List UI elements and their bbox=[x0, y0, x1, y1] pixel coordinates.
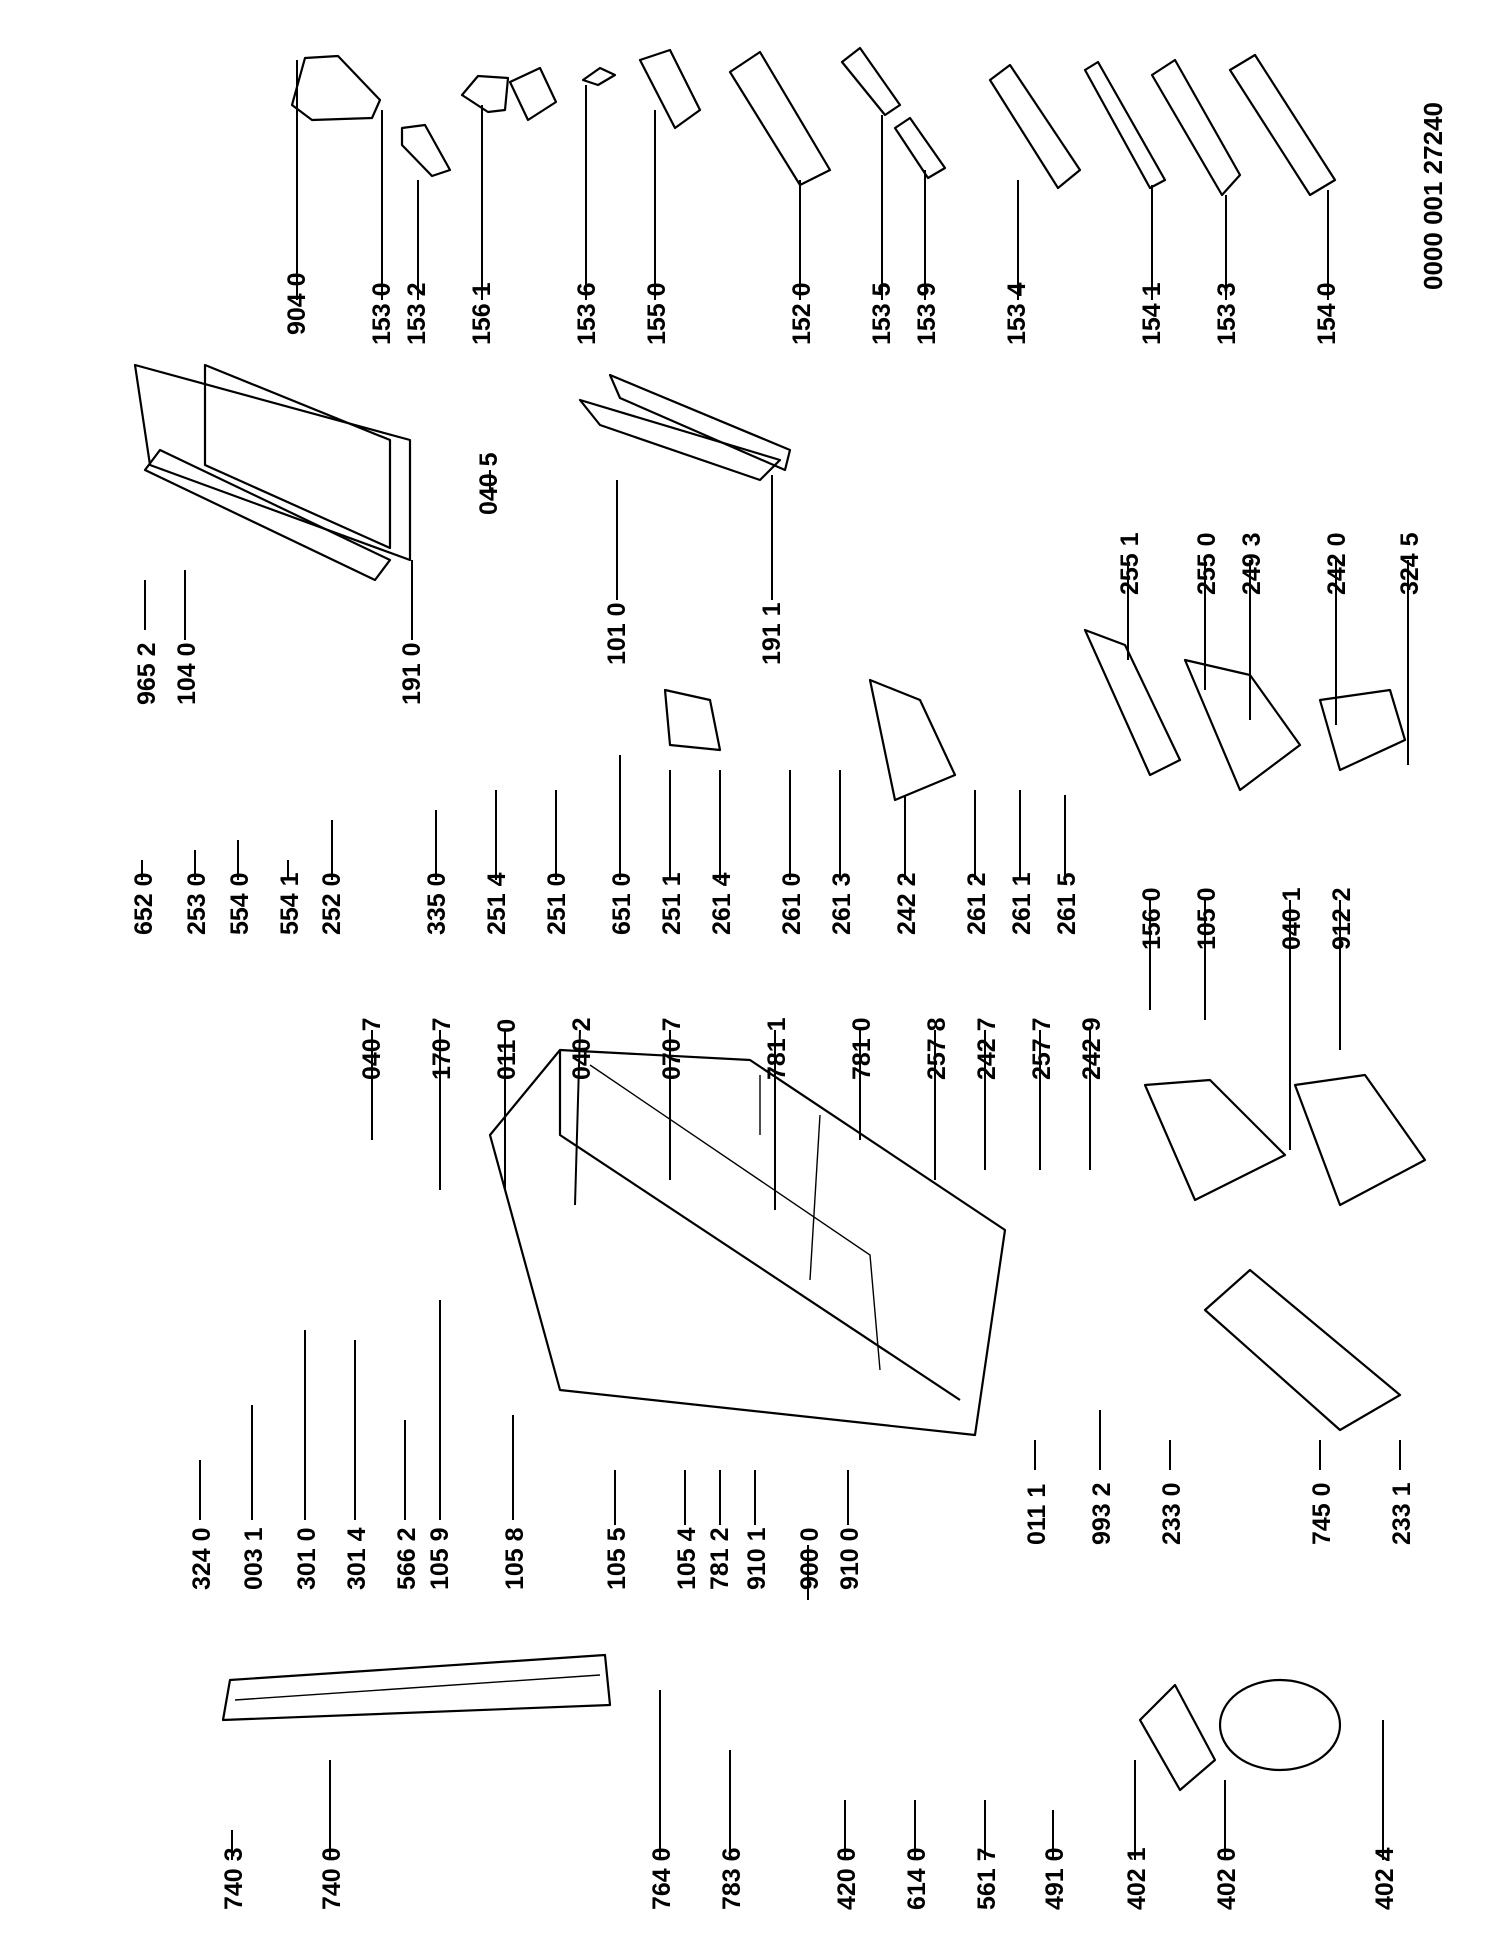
part-outlines bbox=[133, 46, 1427, 1792]
part-number-label: 156 1 bbox=[468, 282, 496, 345]
part-number-label: 965 2 bbox=[133, 642, 161, 705]
part-number-label: 402 4 bbox=[1371, 1847, 1399, 1910]
part-number-label: 154 0 bbox=[1313, 282, 1341, 345]
part-number-label: 252 0 bbox=[318, 872, 346, 935]
part-number-label: 233 0 bbox=[1158, 1482, 1186, 1545]
part-number-label: 257 7 bbox=[1028, 1017, 1056, 1080]
part-number-label: 153 5 bbox=[868, 282, 896, 345]
part-number-label: 153 4 bbox=[1003, 282, 1031, 345]
part-number-label: 420 0 bbox=[833, 1847, 861, 1910]
part-number-label: 155 0 bbox=[643, 282, 671, 345]
part-number-label: 040 2 bbox=[568, 1017, 596, 1080]
part-number-label: 261 3 bbox=[828, 872, 856, 935]
part-number-label: 781 0 bbox=[848, 1017, 876, 1080]
part-number-label: 101 0 bbox=[603, 602, 631, 665]
part-number-label: 651 0 bbox=[608, 872, 636, 935]
part-number-label: 900 0 bbox=[796, 1527, 824, 1590]
part-number-label: 912 2 bbox=[1328, 887, 1356, 950]
part-number-label: 402 0 bbox=[1213, 1847, 1241, 1910]
part-number-label: 781 2 bbox=[706, 1527, 734, 1590]
part-number-label: 324 0 bbox=[188, 1527, 216, 1590]
part-number-label: 745 0 bbox=[1308, 1482, 1336, 1545]
part-number-label: 561 7 bbox=[973, 1847, 1001, 1910]
part-number-label: 242 7 bbox=[973, 1017, 1001, 1080]
part-number-label: 105 4 bbox=[673, 1527, 701, 1590]
part-number-label: 301 4 bbox=[343, 1527, 371, 1590]
part-number-label: 105 8 bbox=[501, 1527, 529, 1590]
drawing-code: 0000 001 27240 bbox=[1418, 102, 1448, 290]
part-number-label: 153 9 bbox=[913, 282, 941, 345]
part-number-label: 554 0 bbox=[226, 872, 254, 935]
part-number-label: 251 4 bbox=[483, 872, 511, 935]
part-number-label: 910 1 bbox=[743, 1527, 771, 1590]
part-number-label: 040 1 bbox=[1278, 887, 1306, 950]
part-number-label: 104 0 bbox=[173, 642, 201, 705]
part-number-label: 242 2 bbox=[893, 872, 921, 935]
part-number-label: 249 3 bbox=[1238, 532, 1266, 595]
part-number-label: 191 0 bbox=[398, 642, 426, 705]
part-number-label: 261 0 bbox=[778, 872, 806, 935]
part-number-label: 740 0 bbox=[318, 1847, 346, 1910]
part-number-label: 011 0 bbox=[493, 1019, 521, 1080]
part-number-label: 255 0 bbox=[1193, 532, 1221, 595]
part-number-label: 491 0 bbox=[1041, 1847, 1069, 1910]
part-number-label: 154 1 bbox=[1138, 282, 1166, 345]
part-number-label: 152 0 bbox=[788, 282, 816, 345]
part-number-label: 335 0 bbox=[423, 872, 451, 935]
part-number-label: 153 2 bbox=[403, 282, 431, 345]
part-number-label: 040 5 bbox=[475, 452, 503, 515]
part-number-label: 566 2 bbox=[393, 1527, 421, 1590]
part-number-label: 153 0 bbox=[368, 282, 396, 345]
part-number-label: 153 3 bbox=[1213, 282, 1241, 345]
part-number-label: 402 1 bbox=[1123, 1847, 1151, 1910]
part-number-label: 652 0 bbox=[130, 872, 158, 935]
part-number-label: 040 7 bbox=[358, 1017, 386, 1080]
part-number-label: 191 1 bbox=[758, 602, 786, 665]
part-number-label: 261 1 bbox=[1008, 872, 1036, 935]
part-number-label: 003 1 bbox=[240, 1527, 268, 1590]
part-number-label: 324 5 bbox=[1396, 532, 1424, 595]
part-number-label: 764 0 bbox=[648, 1847, 676, 1910]
part-number-label: 614 0 bbox=[903, 1847, 931, 1910]
part-number-label: 233 1 bbox=[1388, 1482, 1416, 1545]
part-number-label: 156 0 bbox=[1138, 887, 1166, 950]
part-number-label: 153 6 bbox=[573, 282, 601, 345]
part-number-label: 781 1 bbox=[763, 1017, 791, 1080]
part-number-label: 261 4 bbox=[708, 872, 736, 935]
part-number-label: 251 1 bbox=[658, 872, 686, 935]
part-number-label: 070 7 bbox=[658, 1017, 686, 1080]
part-number-label: 904 0 bbox=[283, 272, 311, 335]
part-number-label: 261 2 bbox=[963, 872, 991, 935]
part-number-label: 261 5 bbox=[1053, 872, 1081, 935]
part-number-label: 242 9 bbox=[1078, 1017, 1106, 1080]
part-number-label: 170 7 bbox=[428, 1017, 456, 1080]
part-number-label: 740 3 bbox=[220, 1847, 248, 1910]
part-number-label: 554 1 bbox=[276, 872, 304, 935]
part-number-label: 301 0 bbox=[293, 1527, 321, 1590]
leader-line bbox=[574, 1029, 581, 1206]
part-number-label: 910 0 bbox=[836, 1527, 864, 1590]
part-number-label: 105 0 bbox=[1193, 887, 1221, 950]
part-number-label: 242 0 bbox=[1323, 532, 1351, 595]
part-number-label: 105 9 bbox=[426, 1527, 454, 1590]
part-number-label: 253 0 bbox=[183, 872, 211, 935]
part-number-label: 105 5 bbox=[603, 1527, 631, 1590]
part-number-label: 783 6 bbox=[718, 1847, 746, 1910]
part-number-label: 257 8 bbox=[923, 1017, 951, 1080]
part-number-label: 251 0 bbox=[543, 872, 571, 935]
part-number-label: 011 1 bbox=[1023, 1484, 1051, 1545]
part-number-label: 993 2 bbox=[1088, 1482, 1116, 1545]
part-number-label: 255 1 bbox=[1116, 532, 1144, 595]
